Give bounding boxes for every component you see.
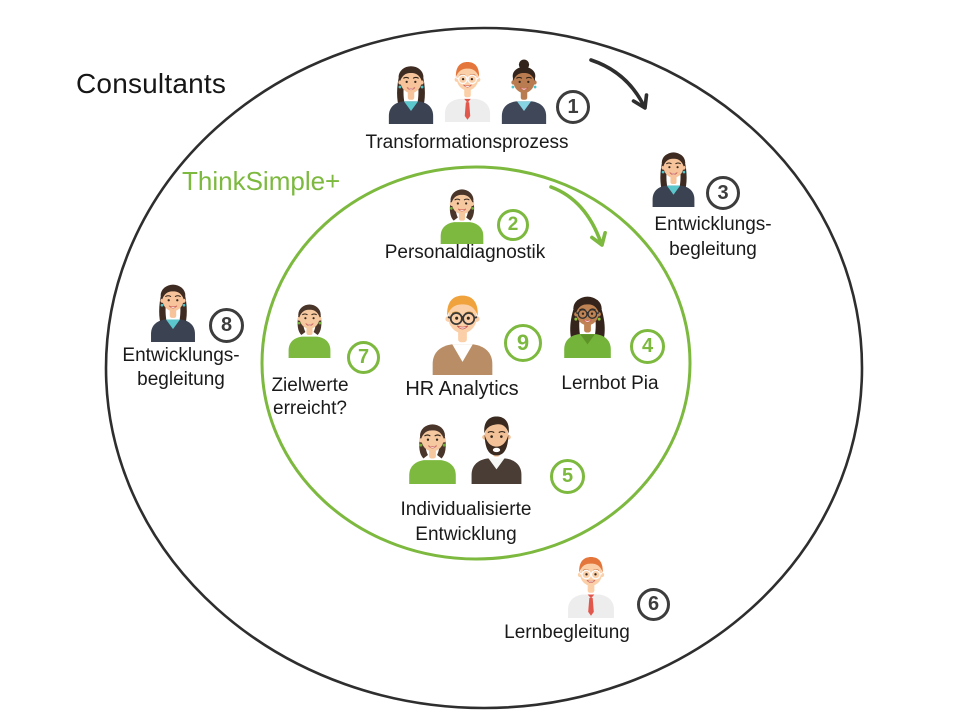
avatar-entwicklungsbegleitung-right-woman-icon [648,143,699,207]
step-1-label: Transformationsprozess [365,132,569,153]
outer-ellipse [104,26,864,710]
flow-arrow-dark-icon [589,58,649,110]
step-2-badge: 2 [497,209,529,241]
step-7-label-line2: erreicht? [273,398,347,419]
step-9-label: HR Analytics [405,378,519,400]
avatar-consultant-woman-1-icon [384,56,438,124]
avatar-lernbegleitung-man-icon [563,548,619,618]
step-4-badge: 4 [630,329,665,364]
inner-ellipse [260,165,692,561]
step-8-label: Entwicklungs- begleitung [81,344,281,392]
step-8-label-line2: begleitung [137,369,225,390]
avatar-personaldiagnostik-woman-icon [436,179,488,244]
step-7-label: Zielwerte erreicht? [210,374,410,420]
step-3-label: Entwicklungs- begleitung [613,212,813,262]
inner-ellipse-label: ThinkSimple+ [182,166,341,196]
avatar-hr-analytics-man-icon [426,284,499,375]
step-8-label-line1: Entwicklungs- [122,345,240,366]
step-7-label-line1: Zielwerte [271,375,349,396]
step-4-label: Lernbot Pia [561,373,659,394]
step-5-label: Individualisierte Entwicklung [346,497,586,547]
step-1-badge: 1 [556,90,590,124]
step-3-label-line1: Entwicklungs- [654,214,772,235]
avatar-zielwerte-woman-icon [284,294,335,358]
step-6-badge: 6 [637,588,670,621]
avatar-entwicklungsbegleitung-left-woman-icon [146,275,200,342]
step-3-badge: 3 [706,176,740,210]
avatar-individualisierte-woman-icon [404,413,461,484]
avatar-lernbot-pia-icon [559,287,616,358]
avatar-consultant-man-icon [440,53,495,122]
step-8-badge: 8 [209,308,244,343]
avatar-individualisierte-man-icon [466,408,527,484]
avatar-consultant-woman-2-icon [497,56,551,124]
step-9-badge: 9 [504,324,542,362]
step-5-label-line1: Individualisierte [400,499,532,520]
step-6-label: Lernbegleitung [504,622,630,643]
step-3-label-line2: begleitung [669,239,757,260]
step-7-badge: 7 [347,341,380,374]
step-2-label: Personaldiagnostik [384,242,546,263]
step-5-badge: 5 [550,459,585,494]
step-5-label-line2: Entwicklung [415,524,517,545]
outer-ellipse-label: Consultants [76,68,227,99]
flow-arrow-green-icon [549,185,607,247]
